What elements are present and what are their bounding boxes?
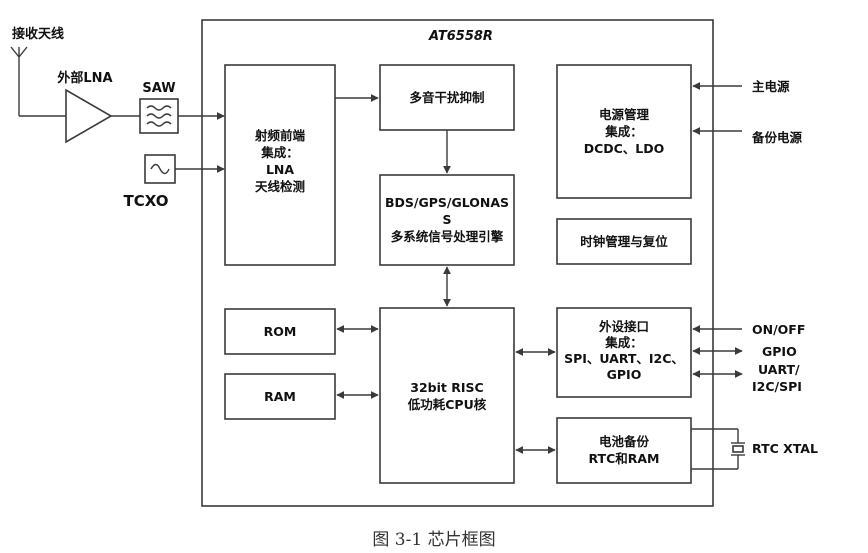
rf-frontend-line4: 天线检测 — [255, 179, 305, 194]
peripheral-line2: 集成： — [604, 335, 643, 350]
lna-label: 外部LNA — [56, 70, 112, 86]
onoff-label: ON/OFF — [752, 322, 805, 337]
cpu-block — [379, 307, 515, 484]
antenna-icon — [10, 46, 28, 116]
battery-line2: RTC和RAM — [588, 451, 659, 466]
rf-frontend-line2: 集成： — [260, 145, 299, 160]
saw-label: SAW — [142, 81, 175, 96]
power-mgmt-line3: DCDC、LDO — [584, 141, 665, 156]
uart-label-line1: UART/ — [758, 362, 800, 377]
rf-frontend-title: 射频前端 — [254, 128, 306, 143]
clock-block — [556, 218, 692, 265]
rom-title: ROM — [264, 324, 297, 339]
engine-line3: 多系统信号处理引擎 — [391, 229, 504, 244]
rf-frontend-line3: LNA — [266, 162, 294, 177]
battery-block — [556, 417, 692, 484]
rtc-xtal-label: RTC XTAL — [752, 441, 818, 456]
peripheral-line3: SPI、UART、I2C、 — [564, 351, 684, 366]
saw-filter-icon — [139, 98, 179, 134]
rf-frontend-block — [224, 64, 336, 266]
cpu-line2: 低功耗CPU核 — [407, 397, 487, 412]
uart-label-line2: I2C/SPI — [752, 379, 802, 394]
cpu-line1: 32bit RISC — [410, 380, 483, 395]
interference-title: 多音干扰抑制 — [409, 90, 484, 105]
engine-block — [379, 174, 515, 266]
lna-amplifier-icon — [65, 88, 113, 144]
power-mgmt-block — [556, 64, 692, 199]
peripheral-title: 外设接口 — [598, 319, 649, 334]
power-mgmt-line2: 集成： — [604, 124, 643, 139]
ram-block — [224, 373, 336, 420]
ram-title: RAM — [264, 389, 296, 404]
chip-title: AT6558R — [428, 29, 493, 44]
backup-power-label: 备份电源 — [751, 130, 803, 145]
engine-line2: S — [442, 212, 451, 227]
rom-block — [224, 308, 336, 355]
engine-line1: BDS/GPS/GLONAS — [385, 195, 509, 210]
rtc-crystal-icon — [691, 428, 745, 470]
power-mgmt-title: 电源管理 — [599, 107, 650, 122]
peripheral-block — [556, 307, 692, 398]
tcxo-label: TCXO — [123, 192, 168, 210]
figure-caption: 图 3-1 芯片框图 — [372, 530, 495, 550]
gpio-label: GPIO — [762, 344, 797, 359]
battery-line1: 电池备份 — [599, 434, 650, 449]
main-power-label: 主电源 — [752, 79, 790, 94]
clock-title: 时钟管理与复位 — [580, 234, 668, 249]
antenna-label: 接收天线 — [12, 26, 64, 42]
peripheral-line4: GPIO — [607, 367, 642, 382]
interference-block — [379, 64, 515, 131]
tcxo-icon — [144, 154, 176, 184]
